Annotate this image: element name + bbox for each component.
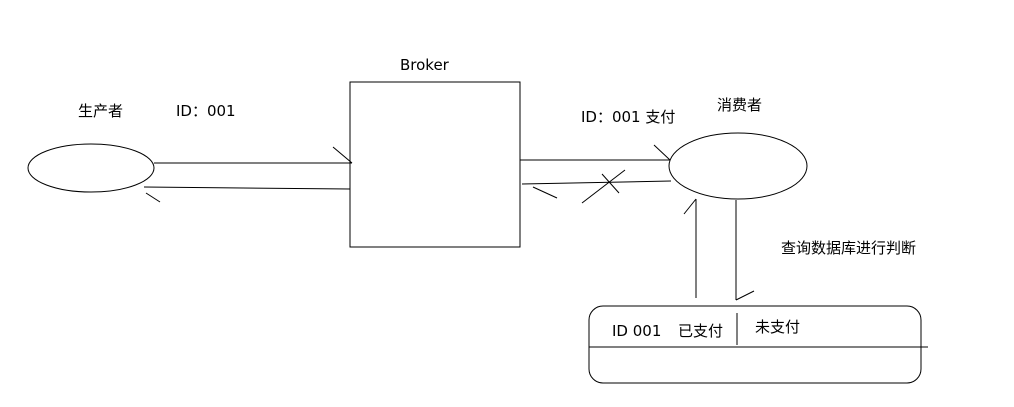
ack-failed-cross-mark	[581, 169, 626, 204]
database-status-paid: 已支付	[678, 322, 723, 340]
database-status-unpaid: 未支付	[755, 318, 800, 336]
producer-node	[27, 143, 155, 193]
producer-message-label: ID：001	[176, 102, 236, 120]
broker-to-producer-ack-arrow	[143, 186, 351, 203]
producer-label: 生产者	[78, 102, 123, 120]
database-table	[588, 305, 922, 384]
broker-node	[349, 81, 521, 248]
database-to-consumer-arrow	[683, 198, 697, 298]
consumer-node	[668, 132, 808, 200]
database-record-id: ID 001	[612, 322, 661, 340]
consumer-message-label: ID：001 支付	[581, 108, 675, 126]
consumer-to-broker-ack-arrow	[521, 180, 672, 199]
consumer-label: 消费者	[717, 96, 762, 114]
broker-to-consumer-arrow	[520, 144, 671, 161]
producer-to-broker-arrow	[154, 146, 353, 164]
query-database-annotation: 查询数据库进行判断	[781, 239, 916, 257]
consumer-to-database-arrow	[735, 200, 755, 301]
broker-label: Broker	[400, 56, 450, 74]
